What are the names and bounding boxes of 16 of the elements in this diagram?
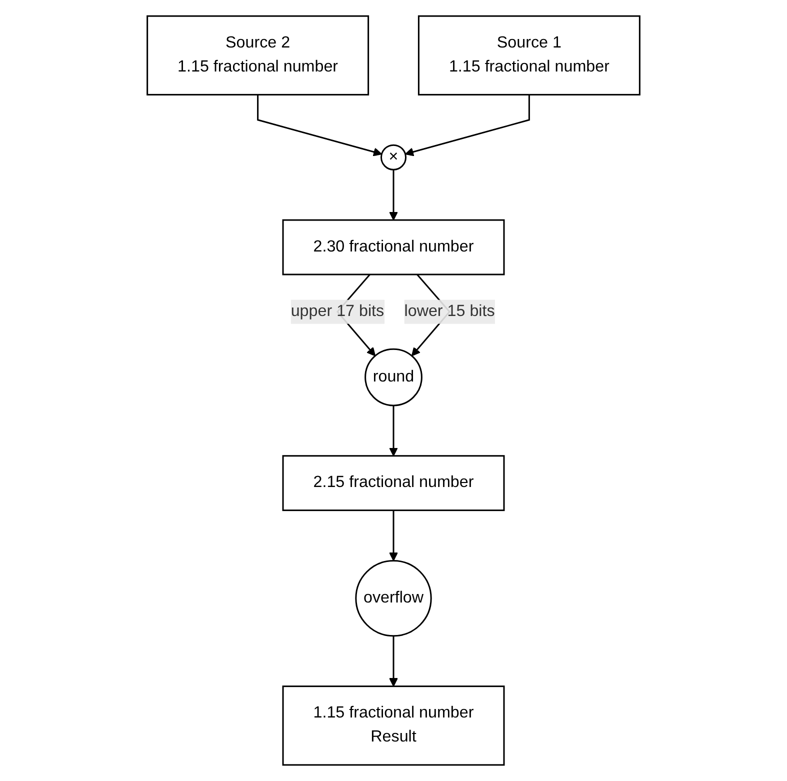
arrow — [389, 405, 398, 456]
arrow — [389, 170, 398, 220]
node-box: Source 2 1.15 fractional number — [146, 15, 370, 96]
arrow — [389, 510, 398, 562]
node-box: 2.15 fractional number — [282, 455, 505, 512]
arrow — [389, 636, 398, 687]
arrow — [404, 94, 530, 156]
node-box: Source 1 1.15 fractional number — [418, 15, 640, 96]
node-circle: × — [380, 144, 407, 170]
arrow — [257, 94, 382, 156]
node-box: 1.15 fractional number Result — [282, 686, 505, 766]
edge-label: lower 15 bits — [404, 302, 495, 320]
node-circle: round — [364, 348, 422, 406]
edge-label: upper 17 bits — [290, 302, 384, 320]
node-box: 2.30 fractional number — [282, 219, 505, 276]
node-circle: overflow — [355, 560, 432, 637]
